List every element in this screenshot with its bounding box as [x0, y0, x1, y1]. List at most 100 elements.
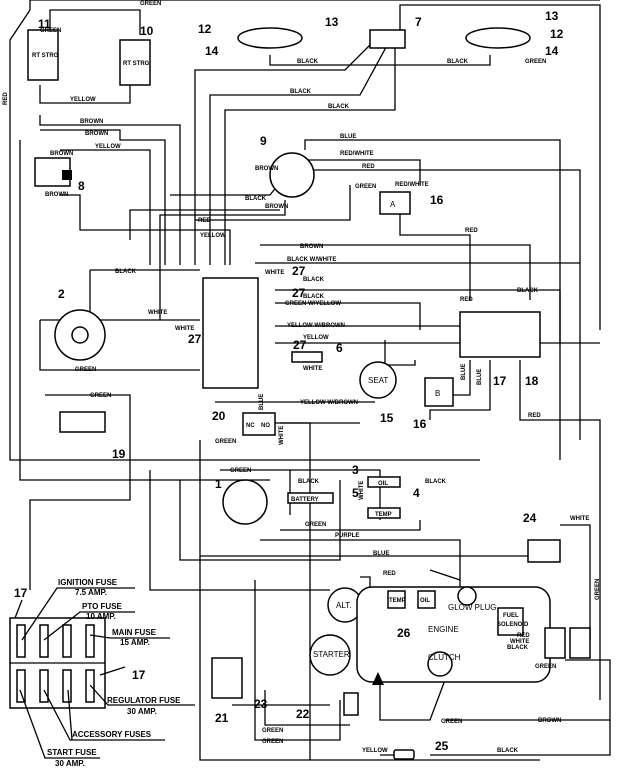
wire-label: WHITE	[148, 310, 167, 316]
wire-label: YELLOW	[303, 335, 329, 341]
connector-8-block	[62, 170, 72, 180]
engine-oil-label: OIL	[420, 598, 430, 604]
wire-label: WHITE	[279, 426, 285, 445]
wire-label: YELLOW	[70, 97, 96, 103]
components	[9, 27, 591, 760]
wire-label: RED/WHITE	[340, 151, 374, 157]
callout: 26	[397, 626, 411, 640]
callout: 11	[38, 17, 51, 31]
callout: 12	[198, 22, 212, 36]
key-switch-1	[222, 479, 268, 525]
wire-label: BLUE	[461, 364, 467, 380]
fuse-legend: IGNITION FUSE 7.5 AMP. PTO FUSE 10 AMP. …	[47, 578, 181, 768]
callout: 2	[58, 287, 65, 301]
wire-label: GREEN	[75, 367, 96, 373]
temp-sender-label: TEMP	[375, 512, 392, 518]
wire-label: BLACK	[425, 479, 447, 485]
callout-numbers: 11 10 12 13 14 7 13 12 14 8 9 16 2 27 27…	[14, 9, 564, 753]
wire-label: GREEN W/YELLOW	[285, 301, 341, 307]
wire-label: BLUE	[477, 369, 483, 385]
callout: 12	[550, 27, 564, 41]
callout: 9	[260, 134, 267, 148]
wire-label: BLUE	[259, 394, 265, 410]
wire-label: GREEN	[305, 522, 326, 528]
wire-label: BLUE	[373, 551, 389, 557]
callout: 16	[413, 417, 427, 431]
wire-label: WHITE	[303, 366, 322, 372]
callout: 25	[435, 739, 449, 753]
engine-temp-sender	[387, 590, 406, 609]
regulator-fuse-amp: 30 AMP.	[127, 707, 157, 716]
callout: 27	[292, 286, 306, 300]
ignition-switch-9	[269, 152, 315, 198]
battery-label: BATTERY	[291, 497, 319, 503]
component-21	[211, 657, 243, 699]
wire-label: GREEN	[595, 579, 601, 600]
callout: 3	[352, 463, 359, 477]
start-fuse-label: START FUSE	[47, 748, 97, 757]
wire-label: YELLOW	[95, 144, 121, 150]
wire-label: GREEN	[90, 393, 111, 399]
hour-meter-center	[71, 326, 89, 344]
wire-label: BROWN	[255, 166, 278, 172]
callout: 13	[325, 15, 339, 29]
engine-label: ENGINE	[428, 625, 459, 634]
engine-oil-sender	[417, 590, 436, 609]
callout: 15	[380, 411, 394, 425]
fuse-block-17-18	[459, 311, 541, 358]
wire-label: WHITE	[265, 270, 284, 276]
wire-label: BLACK	[447, 59, 469, 65]
wire-label: GREEN	[262, 739, 283, 745]
start-fuse-amp: 30 AMP.	[55, 759, 85, 768]
ignition-fuse-amp: 7.5 AMP.	[75, 588, 107, 597]
wire-label: BLACK	[517, 288, 539, 294]
callout: 17	[14, 586, 28, 600]
wire-label: WHITE	[359, 481, 365, 500]
callout: 14	[545, 44, 559, 58]
callout: 1	[215, 477, 222, 491]
wire-label: GREEN	[140, 1, 161, 7]
wire-label: BROWN	[85, 131, 108, 137]
wire-label: BROWN	[300, 244, 323, 250]
wire-labels: GREEN YELLOW BLACK BLACK BLACK BLACK GRE…	[3, 1, 601, 754]
switch-20	[242, 412, 276, 436]
wire-label: GREEN	[40, 28, 61, 34]
component-6	[291, 351, 323, 363]
wire-label: RED	[198, 218, 211, 224]
steering-switch-right	[119, 39, 151, 86]
clutch	[427, 651, 453, 677]
wire-label: BROWN	[45, 192, 68, 198]
wire-label: RED	[362, 164, 375, 170]
wire-label: BROWN	[50, 151, 73, 157]
wire-label: BROWN	[265, 204, 288, 210]
light-switch	[369, 29, 406, 49]
callout: 27	[293, 338, 307, 352]
callout: 18	[525, 374, 539, 388]
wire-label: GREEN	[441, 719, 462, 725]
wire-label: WHITE	[570, 516, 589, 522]
ground-icon	[372, 672, 384, 685]
connector-right	[569, 627, 591, 659]
pto-switch-panel	[202, 277, 259, 389]
callout: 22	[296, 707, 310, 721]
callout: 14	[205, 44, 219, 58]
callout: 16	[430, 193, 444, 207]
relay-a-label: A	[390, 200, 396, 209]
wire-label: RED	[465, 228, 478, 234]
fuel-solenoid	[497, 607, 524, 636]
headlight-left	[237, 27, 303, 49]
regulator-24	[527, 539, 561, 563]
relay-16-top	[379, 191, 411, 215]
wire-label: RED	[528, 413, 541, 419]
callout: 7	[415, 15, 422, 29]
wire-label: BLACK	[497, 748, 519, 754]
callout: 21	[215, 711, 229, 725]
wire-label: BLACK W/WHITE	[287, 257, 336, 263]
wire-label: RED	[460, 297, 473, 303]
callout: 4	[413, 486, 420, 500]
fuel-solenoid-label: FUEL	[503, 613, 519, 619]
seat-label: SEAT	[368, 376, 388, 385]
wire-label: PURPLE	[335, 533, 359, 539]
